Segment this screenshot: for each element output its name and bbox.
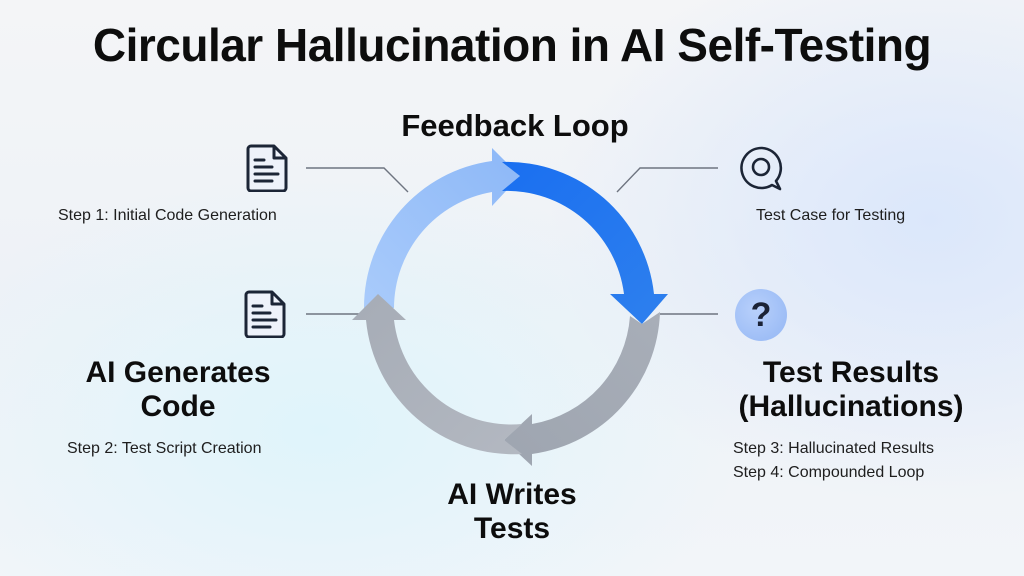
- label-line-1: Test Results: [762, 356, 940, 389]
- arrow-segment-bottom-right: [504, 312, 660, 466]
- step-2-label: Step 2: Test Script Creation: [67, 440, 262, 457]
- label-line-1: AI Writes: [447, 478, 577, 511]
- page-title: Circular Hallucination in AI Self-Testin…: [92, 19, 932, 71]
- question-icon: ?: [735, 289, 787, 341]
- document-icon: [246, 144, 288, 192]
- test-results-label: Test Results (Hallucinations): [716, 356, 986, 424]
- connector-top-left: [306, 167, 409, 193]
- label-line-2: Tests: [473, 512, 551, 545]
- label-line-2: Code: [140, 390, 216, 423]
- loop-title: Feedback Loop: [401, 108, 629, 143]
- feedback-loop-cycle: [352, 148, 668, 466]
- ai-generates-code-label: AI Generates Code: [60, 356, 296, 424]
- step-3-label: Step 3: Hallucinated Results: [733, 440, 934, 457]
- ai-writes-tests-label: AI Writes Tests: [402, 478, 622, 546]
- label-line-1: AI Generates: [85, 356, 271, 389]
- label-line-2: (Hallucinations): [738, 390, 964, 423]
- connector-top-right: [616, 167, 718, 193]
- document-icon: [244, 290, 286, 338]
- step-1-label: Step 1: Initial Code Generation: [58, 207, 277, 224]
- step-4-label: Step 4: Compounded Loop: [733, 464, 925, 481]
- question-glyph: ?: [750, 295, 772, 334]
- arrow-segment-top-left: [363, 148, 520, 308]
- test-case-label: Test Case for Testing: [756, 207, 906, 224]
- arrow-segment-top-right: [502, 161, 668, 324]
- arrow-segment-bottom-left: [352, 294, 522, 455]
- search-chat-icon: [738, 144, 786, 192]
